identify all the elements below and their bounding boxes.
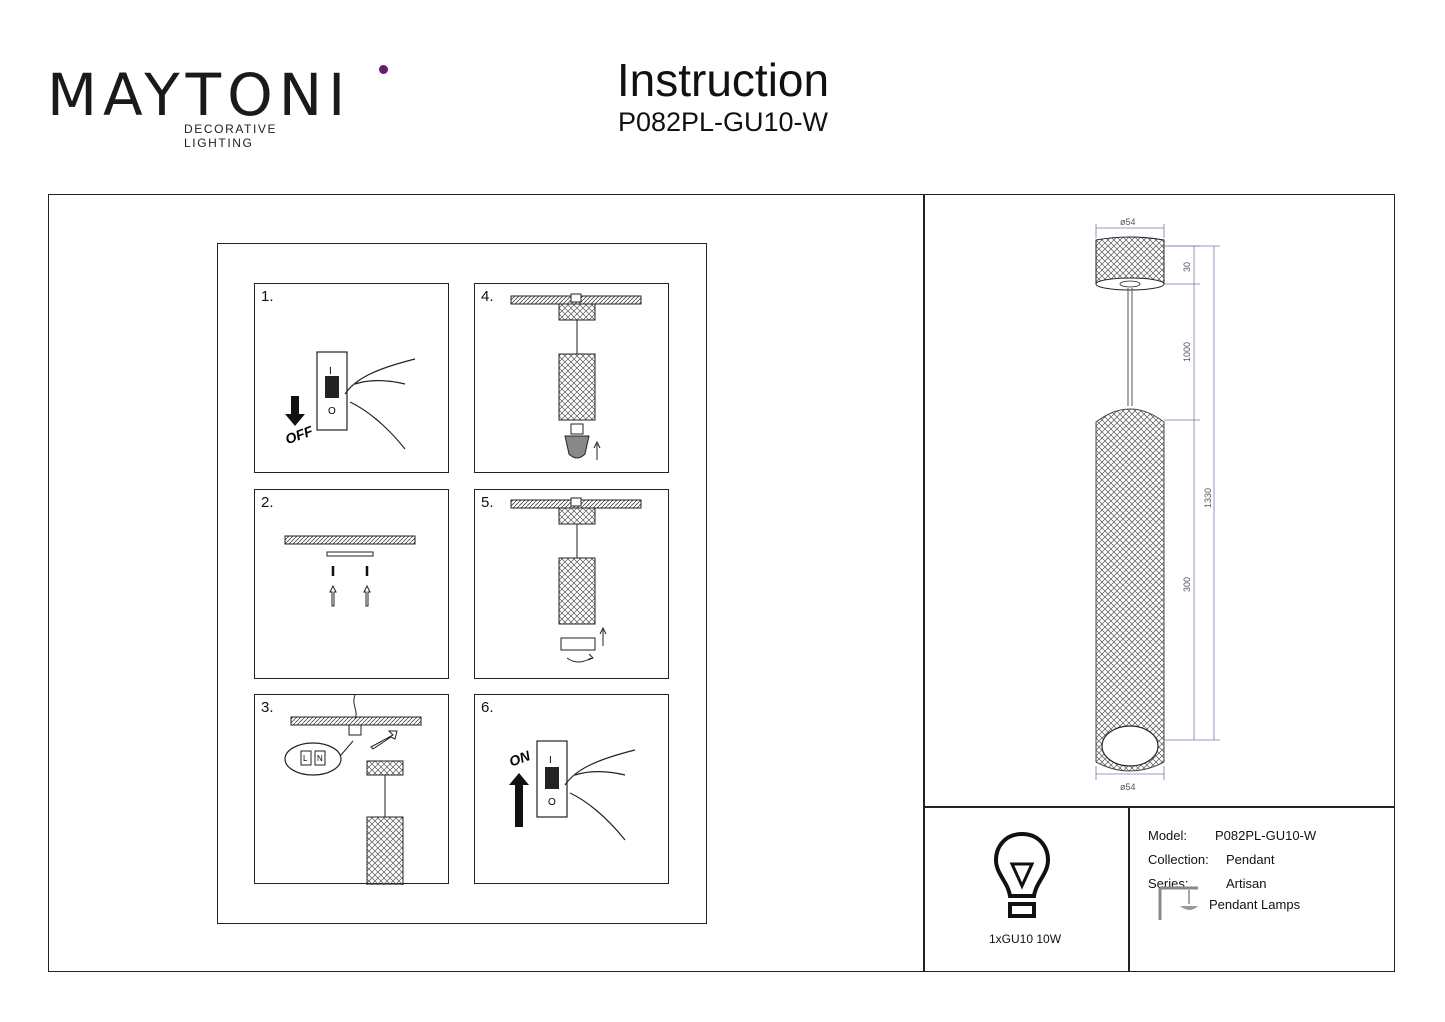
instruction-panel bbox=[217, 243, 707, 924]
svg-text:N: N bbox=[317, 754, 323, 763]
total-height-label: 1330 bbox=[1203, 488, 1213, 508]
hand-icon bbox=[344, 358, 416, 450]
top-diameter-label: ø54 bbox=[1120, 217, 1136, 227]
collection-value: Pendant bbox=[1226, 852, 1275, 867]
svg-text:O: O bbox=[548, 797, 556, 808]
up-arrow-icon bbox=[509, 773, 529, 827]
gu10-bulb-icon bbox=[564, 435, 590, 459]
rotate-arrow-icon bbox=[566, 657, 592, 663]
svg-text:I: I bbox=[549, 755, 552, 766]
step-3: 3. L N bbox=[254, 694, 449, 885]
svg-text:L: L bbox=[303, 754, 308, 763]
step-2: 2. bbox=[254, 489, 449, 679]
canopy-icon bbox=[558, 303, 596, 321]
spec-divider bbox=[1128, 806, 1130, 972]
page-title: Instruction bbox=[616, 54, 830, 106]
bracket-mount-illustration bbox=[284, 535, 416, 607]
ring-install-illustration bbox=[510, 497, 642, 663]
step-5: 5. bbox=[474, 489, 669, 679]
horizontal-divider bbox=[923, 806, 1395, 808]
up-arrow-icon bbox=[599, 626, 607, 646]
up-arrow-icon bbox=[329, 584, 337, 607]
ceiling-icon bbox=[284, 535, 416, 545]
rocker-icon bbox=[325, 376, 339, 398]
category-label: Pendant Lamps bbox=[1209, 897, 1301, 912]
screw-icon bbox=[331, 566, 369, 576]
lamp-body-icon bbox=[366, 816, 404, 885]
pendant-lamp-icon bbox=[1158, 886, 1198, 920]
technical-drawing: ø54 ø54 30 1000 300 1330 bbox=[1095, 217, 1220, 790]
lamp-opening-drawing bbox=[1101, 725, 1159, 767]
up-arrow-icon bbox=[363, 584, 371, 607]
lamp-body-icon bbox=[558, 353, 596, 421]
bulb-icon bbox=[993, 831, 1051, 918]
collection-label: Collection: bbox=[1148, 852, 1209, 867]
rocker-icon bbox=[545, 767, 559, 789]
series-value: Artisan bbox=[1226, 876, 1267, 891]
model-heading: P082PL-GU10-W bbox=[617, 107, 829, 137]
bulb-spec: 1xGU10 10W bbox=[988, 932, 1062, 946]
bulb-install-illustration bbox=[510, 293, 642, 460]
brand-name: MAYTONI bbox=[47, 61, 352, 129]
on-label: ON bbox=[507, 747, 533, 770]
brand-dot bbox=[379, 65, 388, 74]
brand-logo: MAYTONI DECORATIVE LIGHTING bbox=[47, 62, 388, 150]
step-number: 3. bbox=[261, 699, 274, 716]
step-4: 4. bbox=[474, 283, 669, 473]
canopy-icon bbox=[366, 760, 404, 776]
svg-text:O: O bbox=[328, 406, 336, 417]
canopy-height-label: 30 bbox=[1182, 262, 1192, 272]
lamp-body-icon bbox=[558, 557, 596, 625]
step-number: 4. bbox=[481, 288, 494, 305]
terminal-callout bbox=[284, 742, 342, 776]
up-arrow-icon bbox=[593, 440, 601, 460]
model-value: P082PL-GU10-W bbox=[1215, 828, 1317, 843]
canopy-icon bbox=[558, 507, 596, 525]
vertical-divider bbox=[923, 194, 925, 972]
switch-off-illustration: OFF I O bbox=[283, 351, 416, 450]
outer-frame bbox=[48, 194, 1395, 972]
lamp-body-drawing bbox=[1095, 408, 1165, 772]
down-arrow-icon bbox=[285, 396, 305, 426]
svg-text:I: I bbox=[329, 366, 332, 377]
step-1: 1. OFF I O bbox=[254, 283, 449, 473]
wiring-illustration: L N bbox=[284, 695, 422, 885]
off-label: OFF bbox=[283, 422, 315, 447]
brand-tagline: DECORATIVE LIGHTING bbox=[184, 122, 278, 150]
step-number: 5. bbox=[481, 494, 494, 511]
ring-icon bbox=[560, 637, 596, 651]
cable-length-label: 1000 bbox=[1182, 342, 1192, 362]
body-height-label: 300 bbox=[1182, 577, 1192, 592]
switch-on-illustration: ON I O bbox=[507, 740, 636, 841]
model-label: Model: bbox=[1148, 828, 1188, 843]
step-number: 2. bbox=[261, 494, 274, 511]
step-number: 6. bbox=[481, 699, 494, 716]
ceiling-icon bbox=[290, 716, 422, 726]
hand-icon bbox=[564, 749, 636, 841]
step-6: 6. ON I O bbox=[474, 694, 669, 884]
bracket-icon bbox=[326, 551, 374, 557]
step-number: 1. bbox=[261, 288, 274, 305]
bottom-diameter-label: ø54 bbox=[1120, 782, 1136, 790]
